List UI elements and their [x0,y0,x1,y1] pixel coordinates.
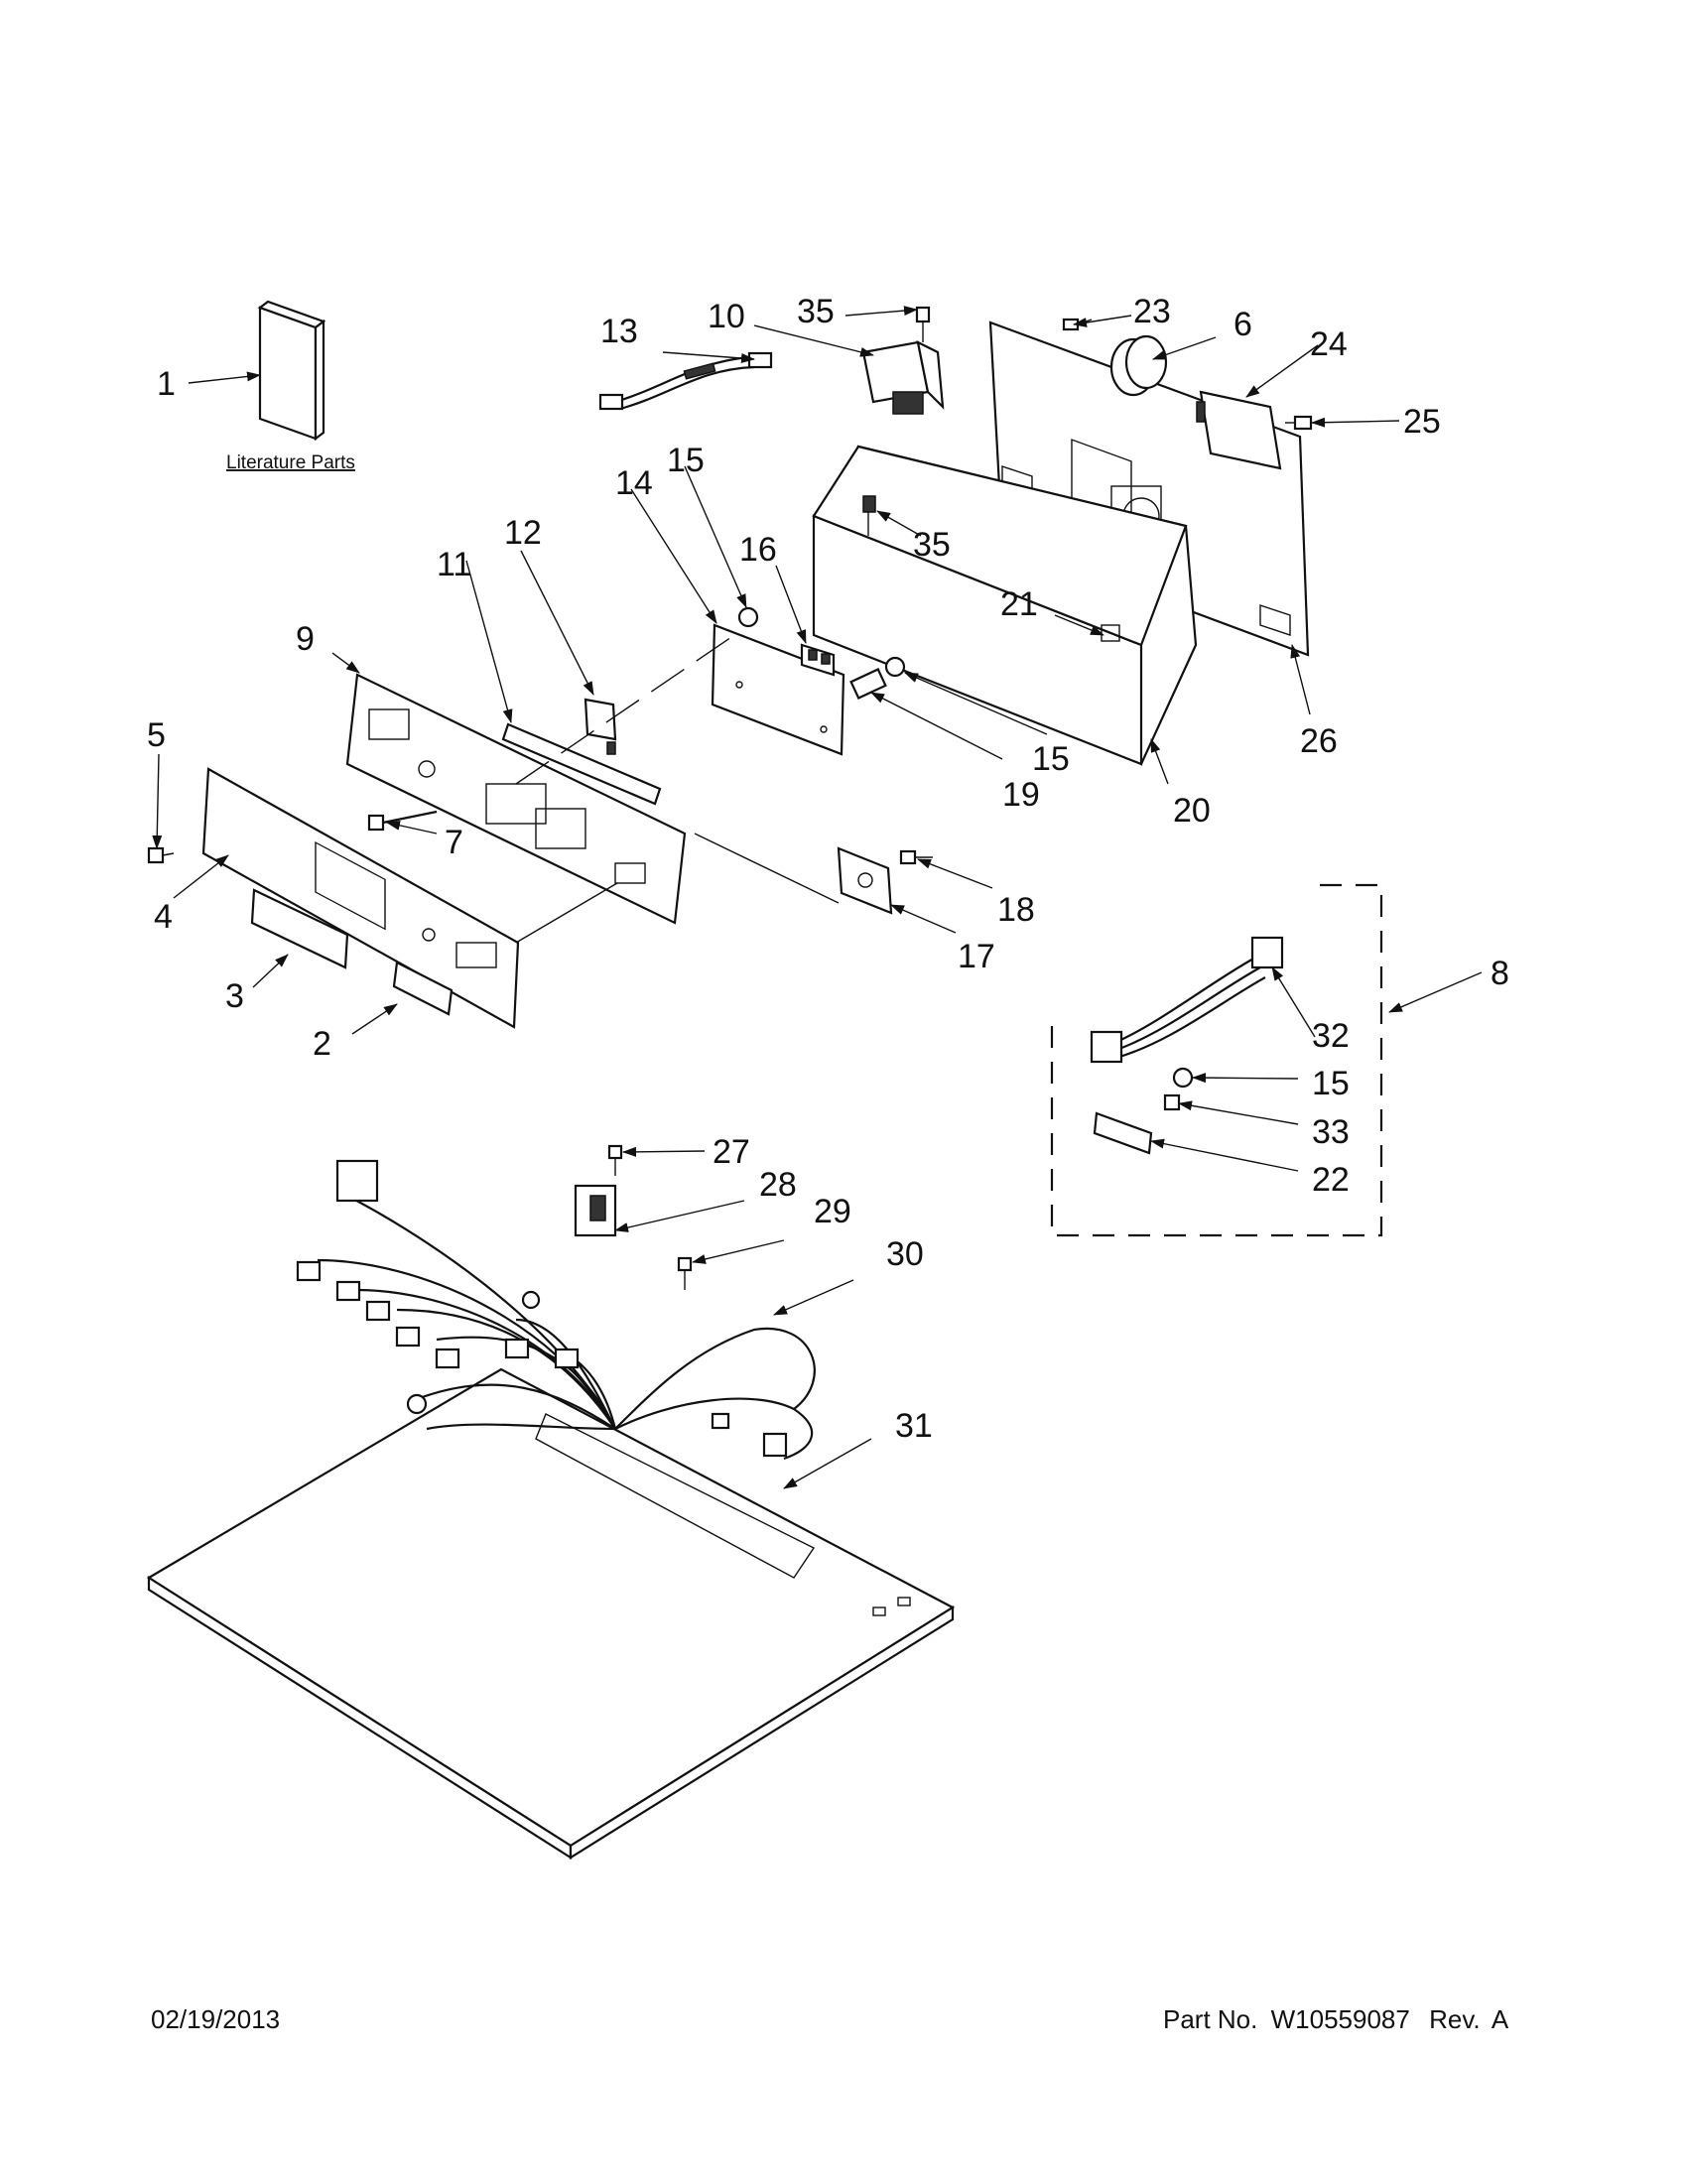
bracket-17 [837,846,893,915]
kit-8-box [1050,883,1383,1237]
transformer-10 [861,340,945,415]
screw-33 [1163,1093,1181,1111]
footer-part-number: Part No. W10559087 Rev. A [1163,2004,1508,2035]
assembly-lines [515,634,840,944]
callout-25: 25 [1403,403,1441,441]
wire-harness-13 [598,351,773,411]
screw-29 [677,1256,693,1290]
control-panel-9 [345,673,687,925]
bracket-12 [584,698,617,755]
callout-23: 23 [1133,293,1171,330]
console-housing [812,445,1198,766]
callout-29: 29 [814,1193,851,1230]
callout-14: 14 [615,464,653,502]
callout-15-kit: 15 [1312,1065,1350,1102]
callout-20: 20 [1173,792,1211,830]
spacer-19 [849,668,887,700]
callout-6: 6 [1233,306,1252,343]
rev-label: Rev. [1429,2004,1481,2034]
overlay-3 [250,888,349,969]
leader-arrows [152,306,1483,1489]
callout-27: 27 [713,1133,750,1171]
callout-17: 17 [958,938,995,975]
callout-12: 12 [504,514,542,552]
callout-28: 28 [759,1166,797,1204]
callout-32: 32 [1312,1017,1350,1055]
bracket-14 [711,623,845,756]
label-2 [392,961,454,1016]
callout-4: 4 [154,898,173,936]
callout-5: 5 [147,716,166,754]
callout-26: 26 [1300,722,1338,760]
part-no-value: W10559087 [1270,2004,1410,2034]
knob-6 [1109,334,1168,397]
callout-2: 2 [313,1025,331,1063]
callout-8: 8 [1491,955,1509,992]
literature-booklet [257,300,326,442]
callout-33: 33 [1312,1113,1350,1151]
literature-label: Literature Parts [226,452,355,473]
rev-value: A [1491,2004,1509,2034]
nut-15-kit [1172,1067,1194,1089]
callout-13: 13 [600,313,638,350]
callout-11: 11 [437,546,471,583]
harness-32 [1090,936,1284,1064]
connector-16 [800,643,836,677]
callout-21: 21 [1000,585,1038,623]
callout-19: 19 [1002,776,1040,814]
callout-35-top: 35 [797,293,835,330]
callout-3: 3 [225,977,244,1015]
screw-5 [147,846,175,864]
callout-10: 10 [708,298,745,335]
callout-15-middle: 15 [1032,740,1070,778]
screw-25 [1285,415,1313,431]
board-24 [1196,390,1282,470]
overlay-22 [1093,1111,1153,1155]
switch-28 [574,1184,617,1237]
screw-7 [367,810,438,832]
part-no-label: Part No. [1163,2004,1258,2034]
callout-30: 30 [886,1235,924,1273]
screw-18 [899,849,933,865]
top-panel-31 [146,1367,956,1861]
callout-7: 7 [445,824,463,861]
callout-31: 31 [895,1407,933,1445]
callout-9: 9 [296,620,315,658]
console-panel-4 [201,767,520,1029]
light-pipe-11 [501,722,662,806]
footer-date: 02/19/2013 [151,2004,281,2034]
nut-15-middle [884,656,906,678]
screw-27 [607,1144,623,1176]
wire-harness-30 [296,1159,816,1461]
callout-18: 18 [997,891,1035,929]
callout-labels: 1 13 10 35 23 6 24 25 35 21 26 20 15 14 … [147,293,1509,1445]
nut-15-upper [737,606,759,628]
callout-24: 24 [1310,325,1348,363]
screw-35-top [915,306,931,342]
callout-35-mid: 35 [913,526,951,564]
callout-1: 1 [157,365,176,403]
callout-15-upper: 15 [667,442,705,479]
callout-16: 16 [739,531,777,569]
callout-22: 22 [1312,1161,1350,1199]
